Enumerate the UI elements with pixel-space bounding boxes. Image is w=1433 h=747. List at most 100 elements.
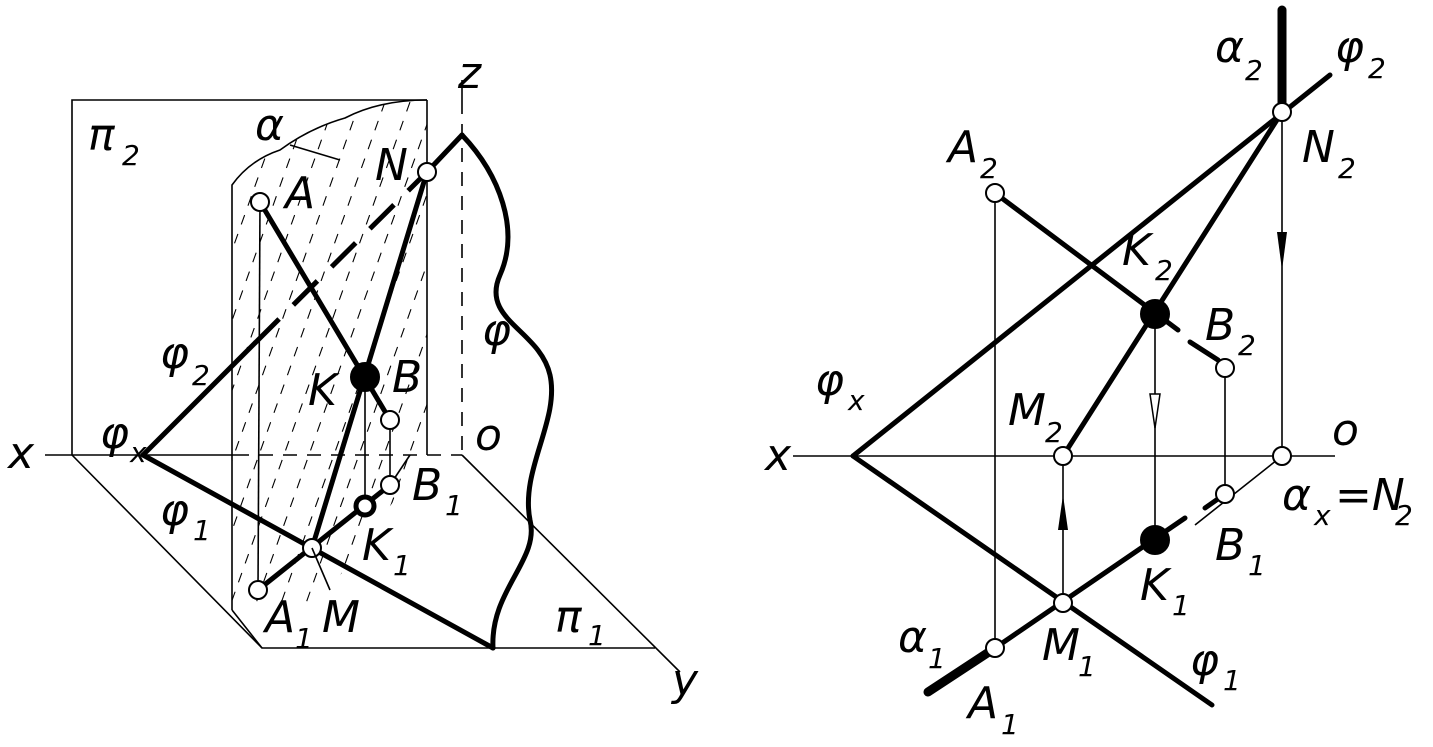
- point-N2: [1272, 102, 1292, 122]
- alpha-plane-bottom: [231, 609, 263, 649]
- label-phi2-right: φ: [1335, 22, 1364, 73]
- alpha-leader: [289, 144, 341, 161]
- label-N2-sub: 2: [1338, 152, 1356, 185]
- label-phi1: φ: [160, 485, 189, 536]
- label-y: y: [670, 655, 699, 706]
- label-K1-sub: 1: [393, 549, 411, 582]
- label-N: N: [375, 140, 408, 191]
- label-phix-right-sub: x: [847, 384, 865, 417]
- point-N: [417, 162, 437, 182]
- label-alpha1-sub: 1: [928, 642, 946, 675]
- label-pi1-sub: 1: [588, 619, 606, 652]
- point-M2: [1053, 446, 1073, 466]
- label-eqN2-sub: 2: [1395, 499, 1413, 532]
- label-pi2: π: [88, 110, 116, 161]
- line-MN: [309, 169, 430, 551]
- label-M2: M: [1008, 385, 1046, 436]
- point-K1-right: [1140, 525, 1170, 555]
- point-A2: [985, 183, 1005, 203]
- label-K: K: [308, 365, 340, 416]
- label-alphax: α: [1282, 470, 1311, 521]
- label-x: x: [6, 428, 35, 479]
- label-pi1: π: [555, 592, 583, 643]
- label-A1-right-sub: 1: [1001, 708, 1019, 741]
- label-B1-sub: 1: [445, 489, 463, 522]
- phi2-trace-hidden: [253, 170, 429, 345]
- label-N2: N: [1302, 122, 1335, 173]
- label-eqN2: =N: [1335, 470, 1405, 521]
- point-B: [380, 410, 400, 430]
- point-M1: [1053, 593, 1073, 613]
- y-axis: [461, 454, 681, 673]
- label-alpha2-sub: 2: [1245, 54, 1263, 87]
- point-alphax: [1272, 446, 1292, 466]
- label-phi1-sub: 1: [193, 514, 211, 547]
- pi2-plane-frame: [71, 99, 427, 455]
- label-A2: A: [945, 122, 978, 173]
- label-B1: B: [412, 460, 442, 511]
- point-K: [350, 362, 380, 392]
- M-leader: [311, 547, 331, 591]
- label-phix-sub: x: [129, 436, 147, 469]
- label-pi2-sub: 2: [122, 139, 140, 172]
- label-A1-right: A: [965, 678, 998, 729]
- label-K2: K: [1122, 225, 1154, 276]
- label-K1-right: K: [1140, 560, 1172, 611]
- label-A1: A: [262, 592, 295, 643]
- point-A1: [248, 580, 268, 600]
- line-N2M2-right: [1060, 109, 1285, 459]
- arrow-down-N: [1277, 232, 1287, 270]
- label-B2: B: [1205, 300, 1235, 351]
- left-figure: z π 2 α A N φ φ 2 K B x φ x o B 1 φ 1 K …: [6, 48, 699, 706]
- label-o-right: o: [1332, 405, 1359, 456]
- phi-plane-edge: [459, 132, 554, 651]
- point-B1: [380, 475, 400, 495]
- label-K1: K: [362, 520, 394, 571]
- phi1-trace-right: [850, 453, 1215, 708]
- label-alpha1: α: [898, 612, 927, 663]
- label-phi2: φ: [160, 328, 189, 379]
- label-phi1-right-sub: 1: [1223, 664, 1241, 697]
- label-M1: M: [1042, 620, 1080, 671]
- label-M: M: [322, 592, 360, 643]
- label-phi2-right-sub: 2: [1368, 52, 1386, 85]
- label-o: o: [475, 410, 502, 461]
- label-B1-right-sub: 1: [1248, 549, 1266, 582]
- projector-A: [257, 201, 261, 591]
- label-alpha2: α: [1215, 22, 1244, 73]
- point-B1-right: [1215, 484, 1235, 504]
- arrow-down-K: [1149, 393, 1161, 429]
- point-K2: [1140, 299, 1170, 329]
- alpha1-trace: [923, 643, 1000, 697]
- label-K1-right-sub: 1: [1172, 589, 1190, 622]
- right-figure: α 2 φ 2 N 2 A 2 K 2 B 2 φ x M 2 x o α x …: [763, 5, 1413, 741]
- label-M1-sub: 1: [1078, 650, 1096, 683]
- label-A: A: [282, 168, 315, 219]
- point-K1: [353, 494, 377, 518]
- point-B2: [1215, 358, 1235, 378]
- label-phi1-right: φ: [1190, 635, 1219, 686]
- alpha-plane-outline: [231, 99, 428, 610]
- label-phix: φ: [100, 408, 129, 459]
- alpha-horizontal-trace: [1194, 455, 1283, 526]
- point-A1-right: [985, 638, 1005, 658]
- label-alpha: α: [255, 100, 284, 151]
- label-B: B: [392, 352, 422, 403]
- label-alphax-sub: x: [1313, 499, 1331, 532]
- label-phix-right: φ: [815, 355, 844, 406]
- label-B1-right: B: [1215, 520, 1245, 571]
- point-A: [250, 192, 270, 212]
- label-phi: φ: [482, 305, 511, 356]
- label-A1-sub: 1: [295, 622, 313, 655]
- label-K2-sub: 2: [1155, 254, 1173, 287]
- label-z: z: [457, 48, 482, 99]
- label-x-right: x: [763, 430, 792, 481]
- line-A2B2-end: [1187, 339, 1221, 363]
- label-M2-sub: 2: [1045, 416, 1063, 449]
- label-phi2-sub: 2: [192, 359, 210, 392]
- arrow-up-M: [1058, 495, 1068, 530]
- label-A2-sub: 2: [980, 152, 998, 185]
- phi2-trace: [140, 340, 258, 458]
